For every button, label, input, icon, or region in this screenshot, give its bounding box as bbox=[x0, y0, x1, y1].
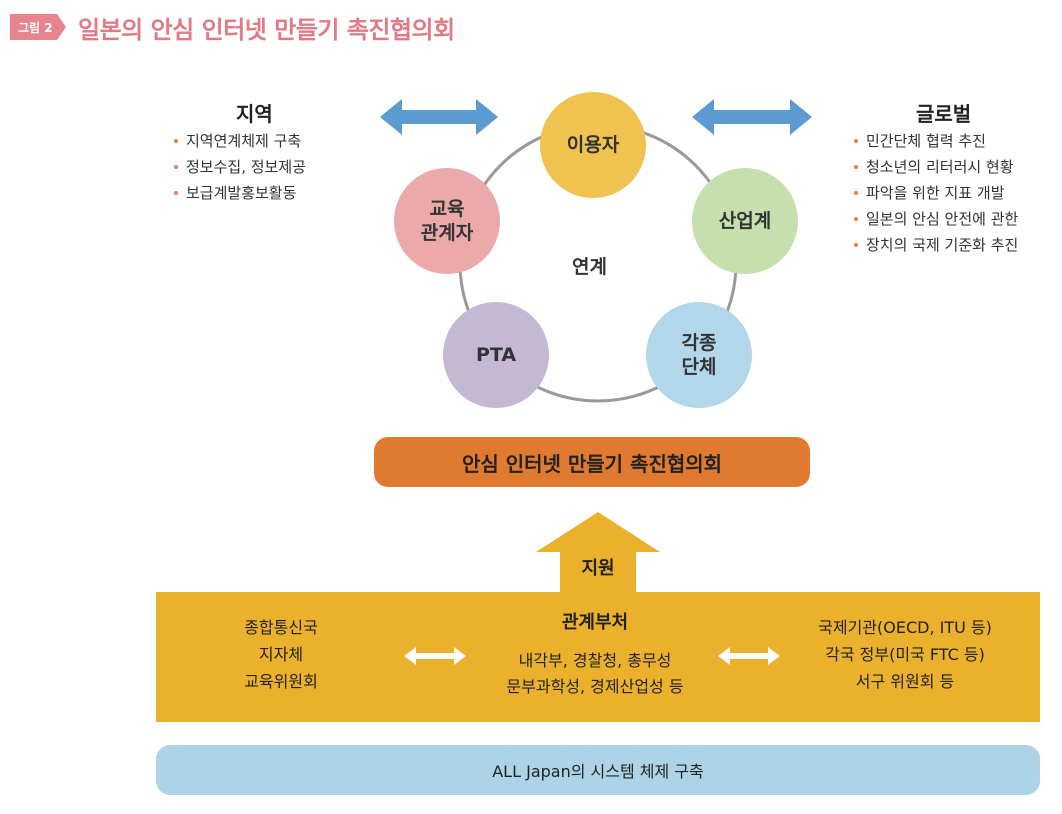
global-item: 청소년의 리터러시 현황 bbox=[852, 154, 1018, 180]
double-arrow-left-icon bbox=[380, 99, 498, 135]
support-arrow-icon bbox=[536, 512, 660, 594]
node-groups: 각종 단체 bbox=[646, 302, 752, 408]
org-right: 국제기관(OECD, ITU 등) 각국 정부(미국 FTC 등) 서구 위원회… bbox=[818, 618, 992, 691]
regional-item: 지역연계체제 구축 bbox=[172, 128, 306, 154]
council-bar: 안심 인터넷 만들기 촉진협의회 bbox=[374, 437, 810, 487]
global-item-text: 장치의 국제 기준화 추진 bbox=[866, 236, 1019, 254]
node-pta: PTA bbox=[443, 302, 549, 408]
double-arrow-white-left-icon bbox=[404, 647, 466, 665]
double-arrow-white-right-icon bbox=[718, 647, 780, 665]
regional-item: 보급계발홍보활동 bbox=[172, 180, 306, 206]
global-item: 일본의 안심 안전에 관한 bbox=[852, 206, 1018, 232]
global-item-continuation: 장치의 국제 기준화 추진 bbox=[852, 232, 1018, 258]
bottom-bar: ALL Japan의 시스템 체제 구축 bbox=[156, 745, 1040, 795]
regional-heading: 지역 bbox=[236, 102, 273, 126]
node-educators: 교육 관계자 bbox=[394, 168, 500, 274]
global-item-continuation: 파악을 위한 지표 개발 bbox=[852, 180, 1018, 206]
global-heading: 글로벌 bbox=[916, 102, 972, 126]
cycle-center-label: 연계 bbox=[572, 256, 607, 278]
node-user: 이용자 bbox=[540, 92, 646, 198]
global-item-text: 파악을 위한 지표 개발 bbox=[866, 184, 1005, 202]
figure-title: 일본의 안심 인터넷 만들기 촉진협의회 bbox=[78, 16, 455, 44]
org-left: 종합통신국 지자체 교육위원회 bbox=[244, 618, 318, 691]
regional-item: 정보수집, 정보제공 bbox=[172, 154, 306, 180]
double-arrow-right-icon bbox=[692, 99, 812, 135]
org-middle-title: 관계부처 bbox=[561, 612, 629, 633]
global-list: 민간단체 협력 추진 청소년의 리터러시 현황 파악을 위한 지표 개발 일본의… bbox=[852, 128, 1018, 258]
support-label: 지원 bbox=[581, 558, 615, 579]
node-industry: 산업계 bbox=[692, 168, 798, 274]
figure-tag: 그림 2 bbox=[10, 14, 66, 40]
global-item: 민간단체 협력 추진 bbox=[852, 128, 1018, 154]
organizations-box bbox=[156, 592, 1040, 722]
regional-list: 지역연계체제 구축 정보수집, 정보제공 보급계발홍보활동 bbox=[172, 128, 306, 206]
org-middle: 내각부, 경찰청, 총무성 문부과학성, 경제산업성 등 bbox=[506, 651, 684, 696]
